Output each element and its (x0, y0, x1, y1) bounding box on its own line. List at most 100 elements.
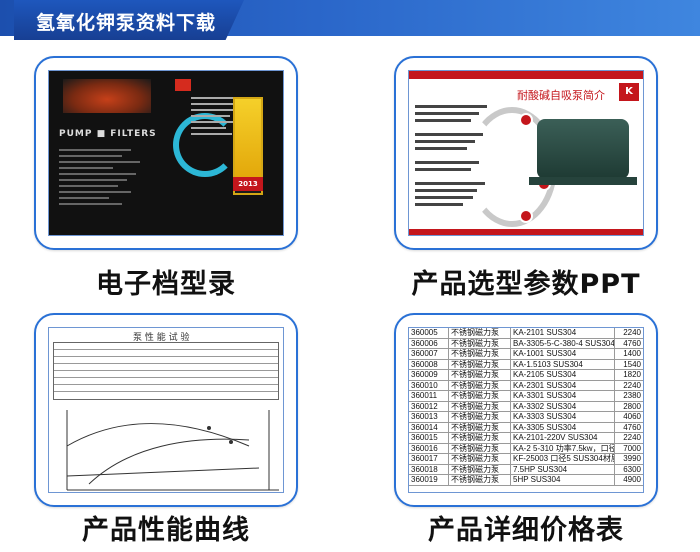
price-cell-model: KA-2101 SUS304 (511, 328, 615, 338)
price-cell-code: 360006 (409, 338, 449, 348)
price-cell-name: 不锈钢磁力泵 (449, 370, 511, 380)
catalog-logo: PUMP ■ FILTERS (59, 129, 157, 139)
price-cell-price: 4760 (623, 338, 641, 348)
price-cell-name: 不锈钢磁力泵 (449, 422, 511, 432)
price-cell-price: 4900 (623, 475, 641, 484)
price-cell-name: 不锈钢磁力泵 (449, 359, 511, 369)
price-cell-price: 2380 (623, 391, 641, 400)
price-cell-code: 360005 (409, 328, 449, 338)
price-cell-code: 360015 (409, 433, 449, 443)
price-cell-price: 4060 (623, 412, 641, 421)
price-cell-code: 360011 (409, 391, 449, 401)
curve-title: 泵 性 能 试 验 (133, 333, 190, 343)
price-cell-name: 不锈钢磁力泵 (449, 338, 511, 348)
price-cell-price: 3990 (623, 454, 641, 463)
price-cell-model: KA-2105 SUS304 (511, 370, 615, 380)
slide-title: 耐酸碱自吸泵简介 (517, 89, 605, 102)
price-cell-model: BA-3305-5-C-380-4 SUS304 (513, 338, 615, 348)
catalog-image: PUMP ■ FILTERS 2013 (49, 71, 283, 235)
bullet-icon (519, 113, 533, 127)
catalog-thumbnail: PUMP ■ FILTERS 2013 (48, 70, 284, 236)
slide-text (415, 105, 495, 210)
price-cell-name: 不锈钢磁力泵 (449, 401, 511, 411)
price-cell-price: 2240 (623, 433, 641, 442)
price-cell-code: 360010 (409, 380, 449, 390)
page-title: 氢氧化钾泵资料下载 (36, 12, 217, 34)
catalog-bullets (191, 97, 261, 139)
price-cell-code: 360007 (409, 349, 449, 359)
price-cell-code: 360017 (409, 454, 449, 464)
price-cell-model: KA-3305 SUS304 (511, 422, 615, 432)
price-cell-name: 不锈钢磁力泵 (449, 328, 511, 338)
price-cell-name: 不锈钢磁力泵 (449, 464, 511, 474)
price-cell-model: KF-25003 口径5 SUS304材质 (513, 454, 615, 464)
ppt-caption[interactable]: 产品选型参数PPT (411, 269, 641, 300)
price-cell-model: KA-3302 SUS304 (511, 401, 615, 411)
bullet-icon (519, 209, 533, 223)
price-cell-name: 不锈钢磁力泵 (449, 391, 511, 401)
price-cell-price: 7000 (623, 443, 641, 453)
price-cell-model: KA-1.5103 SUS304 (511, 359, 615, 369)
ppt-slide: 耐酸碱自吸泵简介 K (409, 71, 643, 235)
price-cell-price: 6300 (623, 464, 641, 474)
price-cell-code: 360019 (409, 475, 449, 485)
year-badge: 2013 (233, 177, 263, 191)
price-cell-code: 360018 (409, 464, 449, 474)
price-cell-name: 不锈钢磁力泵 (449, 443, 511, 453)
curve-caption[interactable]: 产品性能曲线 (82, 515, 250, 546)
pump-base (529, 177, 637, 185)
price-caption[interactable]: 产品详细价格表 (428, 515, 624, 546)
price-cell-code: 360009 (409, 370, 449, 380)
price-cell-price: 2240 (623, 380, 641, 390)
price-cell-name: 不锈钢磁力泵 (449, 349, 511, 359)
price-cell-code: 360012 (409, 401, 449, 411)
ppt-thumbnail: 耐酸碱自吸泵简介 K (408, 70, 644, 236)
cover-panel (235, 99, 261, 177)
curve-card[interactable]: 泵 性 能 试 验 (34, 313, 298, 507)
performance-curve-chart (66, 410, 279, 491)
curve-sheet: 泵 性 能 试 验 (49, 328, 283, 492)
price-cell-price: 4760 (623, 422, 641, 432)
price-cell-code: 360016 (409, 443, 449, 453)
price-cell-model: 5HP SUS304 (511, 475, 615, 485)
price-cell-price: 1820 (623, 370, 641, 379)
price-cell-model: KA-3303 SUS304 (511, 412, 615, 422)
price-cell-model: KA-2301 SUS304 (511, 380, 615, 390)
header-tab (14, 0, 244, 40)
slide-top-bar (409, 71, 643, 79)
catalog-card[interactable]: PUMP ■ FILTERS 2013 (34, 56, 298, 250)
catalog-text-block (59, 149, 149, 209)
price-cell-model: KA-2101-220V SUS304 (511, 433, 615, 443)
price-cell-price: 2800 (623, 401, 641, 411)
brand-logo-icon: K (619, 83, 639, 101)
test-data-table (53, 342, 279, 400)
price-cell-model: KA-2 5-310 功率7.5kw，口径65mm (513, 443, 615, 453)
map-graphic (63, 79, 151, 113)
price-cell-code: 360008 (409, 359, 449, 369)
curve-thumbnail: 泵 性 能 试 验 (48, 327, 284, 493)
price-cell-model: KA-1001 SUS304 (511, 349, 615, 359)
price-cell-model: KA-3301 SUS304 (511, 391, 615, 401)
price-cell-price: 2240 (623, 328, 641, 337)
ppt-card[interactable]: 耐酸碱自吸泵简介 K (394, 56, 658, 250)
price-cell-code: 360014 (409, 422, 449, 432)
price-cell-name: 不锈钢磁力泵 (449, 475, 511, 485)
price-cell-price: 1540 (623, 359, 641, 369)
catalog-caption[interactable]: 电子档型录 (96, 269, 236, 300)
